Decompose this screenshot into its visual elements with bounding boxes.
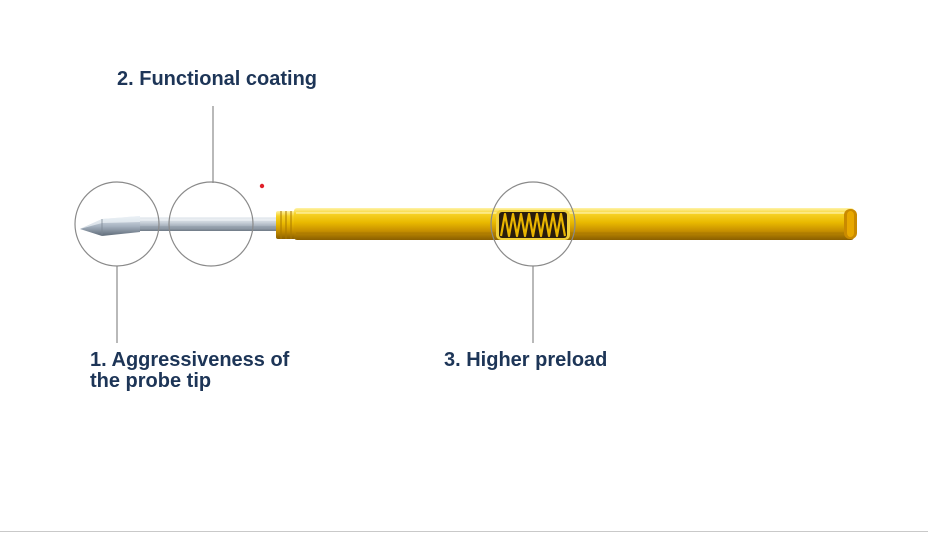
- callout-functional-coating: 2. Functional coating: [117, 69, 317, 90]
- callout-higher-preload: 3. Higher preload: [444, 350, 607, 371]
- spring-coil: [496, 210, 570, 240]
- tip-magnifier-circle: [74, 181, 160, 267]
- callout-probe-tip-line1: 1. Aggressiveness of: [90, 349, 290, 371]
- callout-probe-tip: 1. Aggressiveness of the probe tip: [90, 350, 289, 392]
- bottom-divider: [0, 531, 928, 532]
- preload-magnifier-circle: [490, 181, 576, 267]
- red-marker-dot: [259, 183, 265, 189]
- probe-tip: [80, 216, 140, 236]
- coating-magnifier-circle: [168, 181, 254, 267]
- callout-higher-preload-text: 3. Higher preload: [444, 349, 608, 371]
- plunger-shaft: [140, 217, 280, 231]
- callout-probe-tip-line2: the probe tip: [90, 370, 212, 392]
- callout-functional-coating-text: 2. Functional coating: [117, 68, 318, 90]
